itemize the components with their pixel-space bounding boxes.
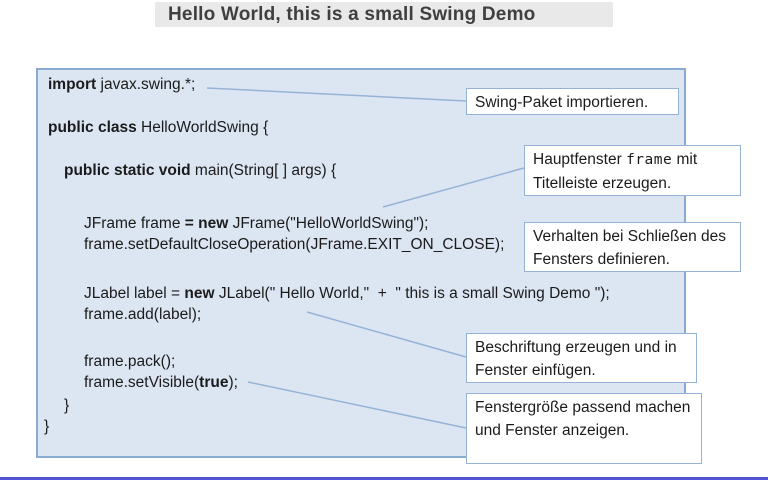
- slide-footer-rule: [0, 477, 768, 480]
- code-line: public class HelloWorldSwing {: [48, 119, 269, 136]
- swing-window-title: Hello World, this is a small Swing Demo: [168, 4, 536, 25]
- code-line: public static void main(String[ ] args) …: [64, 162, 337, 179]
- callout-beschriftung-erzeugen: Beschriftung erzeugen und in Fenster ein…: [466, 333, 697, 383]
- code-line: JFrame frame = new JFrame("HelloWorldSwi…: [84, 215, 429, 232]
- code-line: import javax.swing.*;: [48, 76, 196, 93]
- swing-window-titlebar: Hello World, this is a small Swing Demo: [155, 2, 613, 27]
- callout-fenstergroesse-anzeigen: Fenstergröße passend machen und Fenster …: [466, 393, 702, 464]
- code-line: frame.pack();: [84, 353, 176, 370]
- callout-hauptfenster-erzeugen: Hauptfenster frame mit Titelleiste erzeu…: [524, 145, 741, 196]
- code-line: }: [44, 418, 50, 435]
- code-line: frame.setDefaultCloseOperation(JFrame.EX…: [84, 236, 505, 253]
- code-line: frame.setVisible(true);: [84, 374, 238, 391]
- code-line: }: [64, 397, 70, 414]
- callout-swing-paket-importieren: Swing-Paket importieren.: [466, 88, 679, 115]
- code-line: frame.add(label);: [84, 306, 202, 323]
- code-line: JLabel label = new JLabel(" Hello World,…: [84, 285, 610, 302]
- callout-verhalten-schliessen: Verhalten bei Schließen des Fensters def…: [524, 222, 741, 272]
